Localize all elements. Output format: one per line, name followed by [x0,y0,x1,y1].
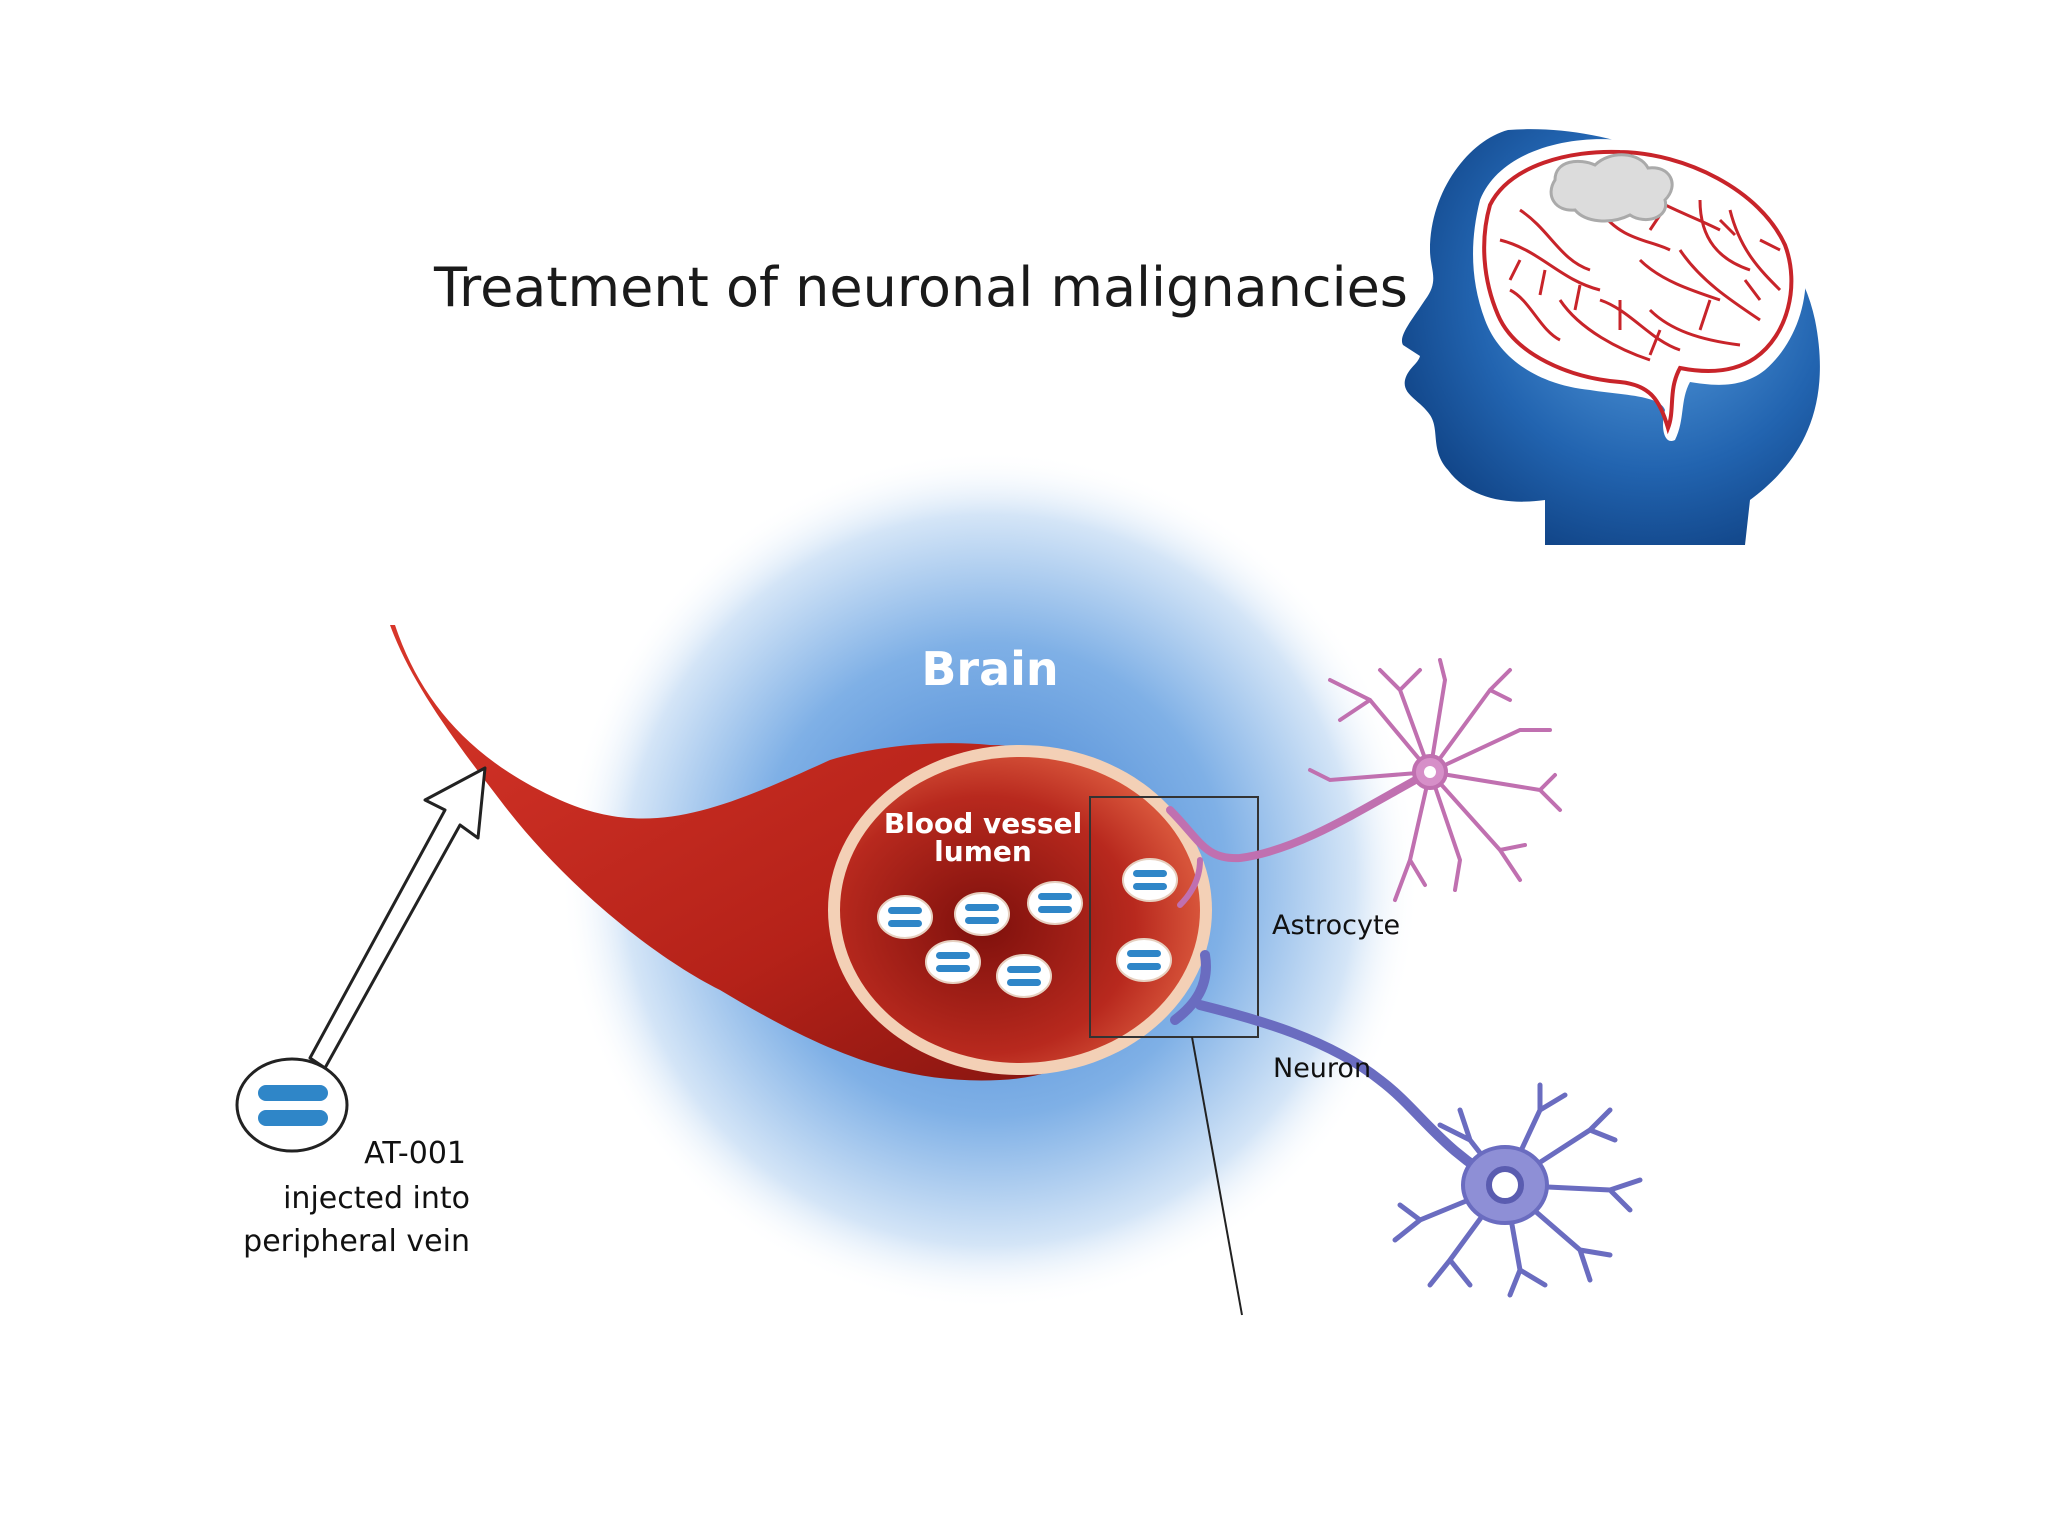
drug-injection-label: injected into [283,1181,470,1216]
neuron-icon [1170,950,1643,1298]
brain-label: Brain [921,642,1058,696]
astrocyte-icon [1166,658,1562,908]
pointer-line [1191,1036,1243,1316]
drug-name-label: AT-001 [364,1136,466,1171]
brain-vessels-icon [1473,139,1806,441]
drug-capsule-icon [954,892,1010,936]
drug-vein-label: peripheral vein [243,1224,470,1259]
page-title: Treatment of neuronal malignancies [433,256,1408,319]
drug-capsule-icon [1116,938,1172,982]
vessel-lumen [828,745,1212,1075]
injection-arrow-icon [308,766,487,1070]
drug-capsule-icon [1027,881,1083,925]
lumen-label-line2: lumen [934,835,1032,868]
lumen-label-line1: Blood vessel [884,807,1082,840]
astrocyte-label: Astrocyte [1272,910,1400,941]
neuron-label: Neuron [1273,1053,1371,1084]
drug-capsule-icon [877,895,933,939]
drug-capsule-icon [1122,858,1178,902]
drug-capsule-icon [925,940,981,984]
drug-capsule-icon [235,1057,349,1153]
drug-capsule-icon [996,954,1052,998]
detail-box [1089,796,1259,1038]
